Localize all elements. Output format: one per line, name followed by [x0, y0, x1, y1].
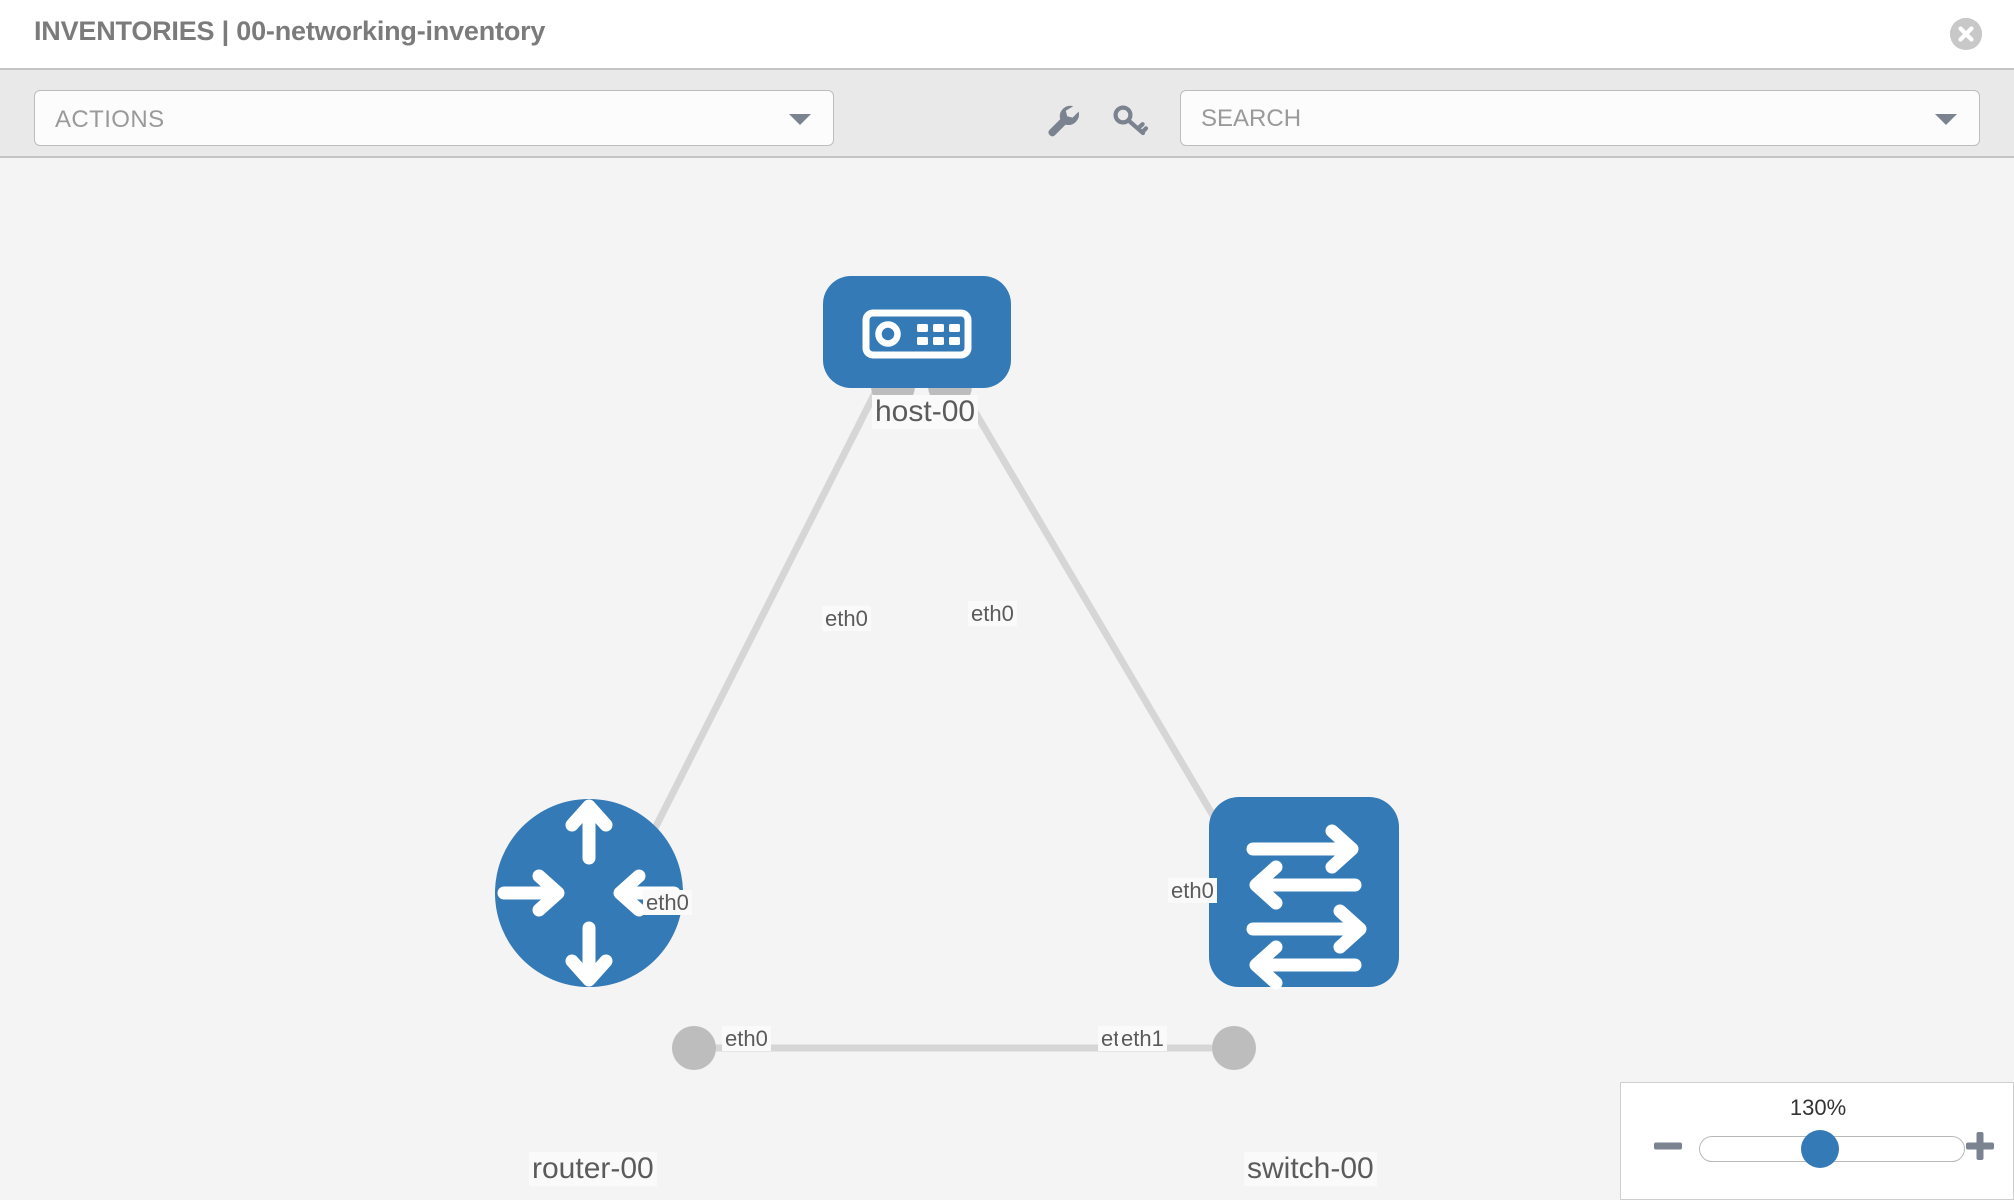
zoom-level-value: 130% — [1789, 1095, 1847, 1120]
page-header: INVENTORIES | 00-networking-inventory — [0, 0, 2014, 68]
minus-icon[interactable] — [1651, 1129, 1685, 1163]
chevron-down-icon[interactable] — [1935, 114, 1957, 125]
page-title: INVENTORIES | 00-networking-inventory — [34, 16, 546, 46]
actions-dropdown-label: ACTIONS — [55, 106, 165, 133]
iface-label: eth0 — [722, 1026, 771, 1052]
connector-dots — [628, 364, 1260, 1070]
node-switch-00[interactable] — [1209, 797, 1399, 990]
iface-label: eth0 — [643, 890, 692, 916]
zoom-slider-thumb[interactable] — [1801, 1130, 1839, 1168]
toolbar: ACTIONS — [0, 68, 2014, 158]
node-router-00[interactable] — [495, 799, 683, 987]
wrench-icon[interactable] — [1040, 98, 1084, 142]
iface-label: eth1 — [1118, 1026, 1167, 1052]
node-label-router-00: router-00 — [529, 1152, 657, 1186]
zoom-control-panel: 130% — [1620, 1082, 2014, 1200]
iface-label: eth0 — [822, 606, 871, 632]
close-icon[interactable] — [1950, 18, 1982, 50]
node-label-host-00: host-00 — [872, 395, 979, 429]
iface-label: eth0 — [968, 601, 1017, 627]
actions-dropdown[interactable]: ACTIONS — [34, 90, 834, 146]
topology-graph — [495, 276, 1399, 1070]
key-icon[interactable] — [1108, 98, 1152, 142]
link-host-switch — [954, 379, 1242, 862]
plus-icon[interactable] — [1963, 1129, 1997, 1163]
node-host-00[interactable] — [823, 276, 1011, 388]
iface-label: eth0 — [1168, 878, 1217, 904]
link-host-router — [636, 379, 884, 862]
topology-canvas[interactable]: host-00 router-00 switch-00 eth0 eth0 et… — [0, 158, 2014, 1200]
search-field[interactable] — [1180, 90, 1980, 147]
node-label-switch-00: switch-00 — [1244, 1152, 1377, 1186]
chevron-down-icon — [789, 114, 811, 125]
search-input[interactable] — [1199, 91, 1903, 147]
